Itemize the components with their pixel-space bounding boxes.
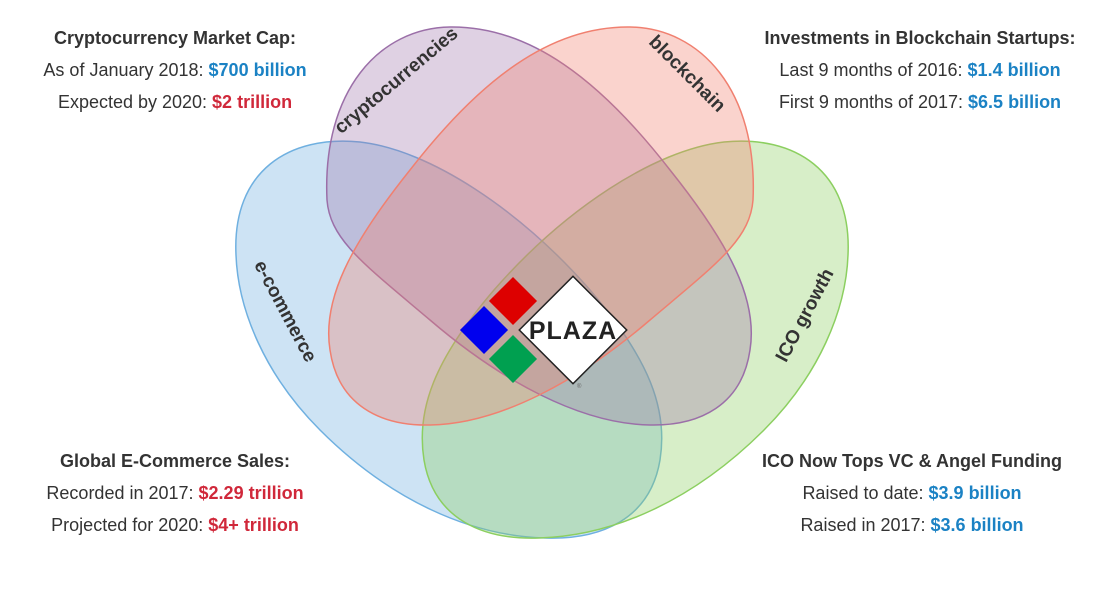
panel-row: Raised in 2017: $3.6 billion	[727, 509, 1097, 541]
row-value: $1.4 billion	[967, 60, 1061, 80]
row-label: Raised in 2017:	[800, 515, 931, 535]
logo-green-diamond	[488, 334, 538, 384]
panel-title: Cryptocurrency Market Cap:	[53, 28, 297, 48]
row-value: $6.5 billion	[968, 92, 1062, 112]
set-blockchain-shape	[327, 26, 754, 426]
row-value: $4+ trillion	[208, 515, 299, 535]
panel-crypto-market-cap: Cryptocurrency Market Cap: As of January…	[0, 22, 355, 118]
panel-row: First 9 months of 2017: $6.5 billion	[735, 86, 1105, 118]
panel-title: Investments in Blockchain Startups:	[764, 28, 1076, 48]
row-label: Projected for 2020:	[51, 515, 209, 535]
panel-row: Raised to date: $3.9 billion	[727, 477, 1097, 509]
panel-row: Expected by 2020: $2 trillion	[0, 86, 355, 118]
panel-title: Global E-Commerce Sales:	[59, 451, 291, 471]
panel-title: ICO Now Tops VC & Angel Funding	[762, 451, 1062, 471]
row-label: Last 9 months of 2016:	[779, 60, 968, 80]
row-value: $2 trillion	[212, 92, 293, 112]
logo-registered-mark: ®	[577, 383, 582, 390]
row-value: $700 billion	[208, 60, 307, 80]
row-value: $3.6 billion	[930, 515, 1024, 535]
plaza-logo: PLAZA ®	[459, 275, 628, 390]
panel-ecommerce-sales: Global E-Commerce Sales: Recorded in 201…	[0, 445, 355, 541]
panel-row: As of January 2018: $700 billion	[0, 54, 355, 86]
logo-text: PLAZA	[529, 317, 617, 345]
panel-row: Projected for 2020: $4+ trillion	[0, 509, 355, 541]
logo-red-diamond	[488, 276, 538, 326]
set-cryptocurrencies-shape	[326, 26, 753, 426]
panel-ico-funding: ICO Now Tops VC & Angel Funding Raised t…	[727, 445, 1097, 541]
logo-blue-diamond	[459, 305, 509, 355]
panel-row: Recorded in 2017: $2.29 trillion	[0, 477, 355, 509]
row-value: $3.9 billion	[928, 483, 1022, 503]
row-value: $2.29 trillion	[198, 483, 304, 503]
row-label: Raised to date:	[802, 483, 929, 503]
panel-blockchain-investments: Investments in Blockchain Startups: Last…	[735, 22, 1105, 118]
row-label: Expected by 2020:	[57, 92, 213, 112]
logo-white-diamond	[518, 275, 628, 385]
row-label: Recorded in 2017:	[46, 483, 199, 503]
row-label: As of January 2018:	[43, 60, 209, 80]
set-ico-shape	[421, 140, 849, 539]
row-label: First 9 months of 2017:	[778, 92, 969, 112]
panel-row: Last 9 months of 2016: $1.4 billion	[735, 54, 1105, 86]
